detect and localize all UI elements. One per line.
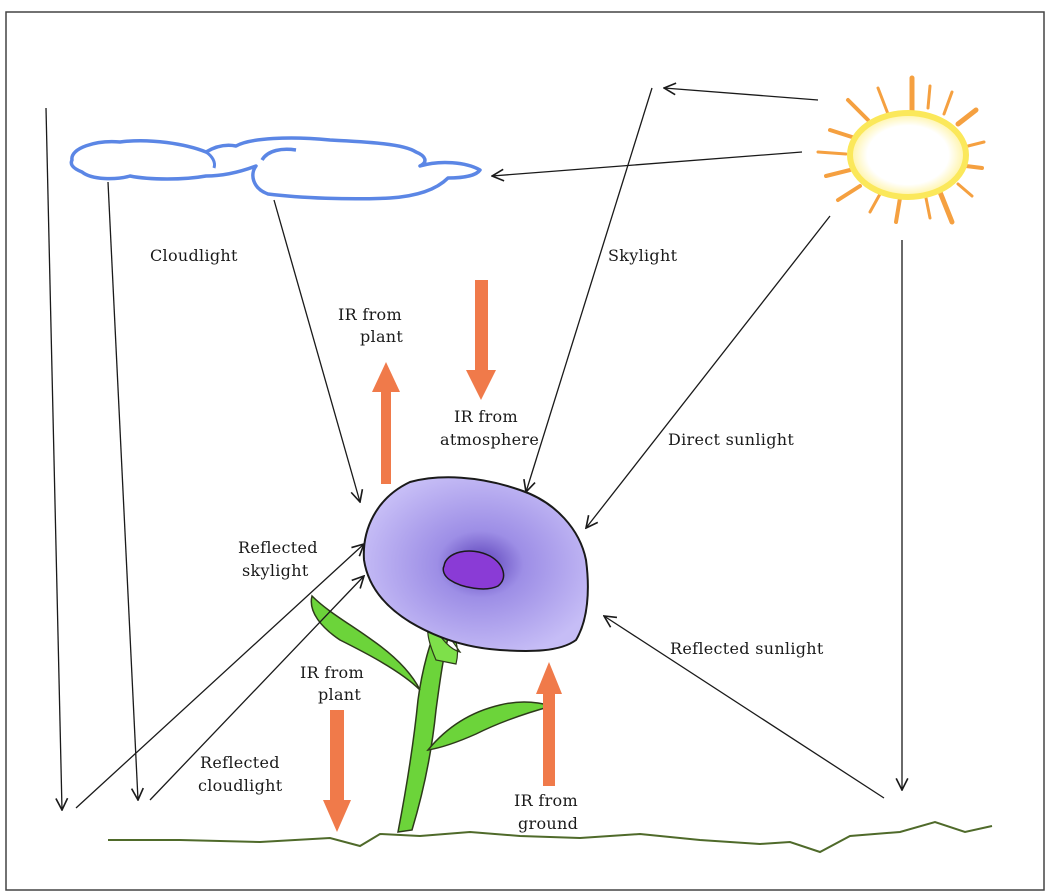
flower-head: [364, 477, 588, 651]
label-direct-sunlight: Direct sunlight: [668, 430, 794, 449]
label-reflected-skylight-1: Reflected: [238, 538, 318, 557]
label-ir-from-plant-top-2: plant: [360, 327, 403, 346]
arrow-sun-to-sky: [664, 88, 818, 100]
arrow-cloud-to-ground: [108, 182, 138, 800]
label-cloudlight: Cloudlight: [150, 246, 238, 265]
ir-arrow-ground-up: [536, 662, 562, 786]
arrow-sky-to-ground: [46, 108, 62, 810]
ir-arrow-plant-down: [323, 710, 351, 832]
label-reflected-cloudlight-2: cloudlight: [198, 776, 283, 795]
label-ir-from-ground-1: IR from: [514, 791, 578, 810]
arrow-cloudlight: [274, 200, 360, 502]
label-reflected-sunlight: Reflected sunlight: [670, 639, 824, 658]
arrow-skylight: [526, 88, 652, 492]
ir-arrow-atmosphere-down: [466, 280, 496, 400]
label-ir-from-plant-bottom-2: plant: [318, 685, 361, 704]
arrow-sun-to-cloud: [492, 152, 802, 176]
plant-leaf-right: [428, 702, 552, 750]
label-ir-from-plant-bottom-1: IR from: [300, 663, 364, 682]
label-ir-from-plant-top-1: IR from: [338, 305, 402, 324]
label-reflected-cloudlight-1: Reflected: [200, 753, 280, 772]
label-ir-from-atmosphere-2: atmosphere: [440, 430, 539, 449]
label-reflected-skylight-2: skylight: [242, 561, 309, 580]
label-ir-from-ground-2: ground: [518, 814, 578, 833]
cloud-icon: [71, 138, 480, 199]
ir-arrow-plant-up: [372, 362, 400, 484]
label-skylight: Skylight: [608, 246, 678, 265]
sun-icon: [818, 78, 984, 222]
label-ir-from-atmosphere-1: IR from: [454, 407, 518, 426]
